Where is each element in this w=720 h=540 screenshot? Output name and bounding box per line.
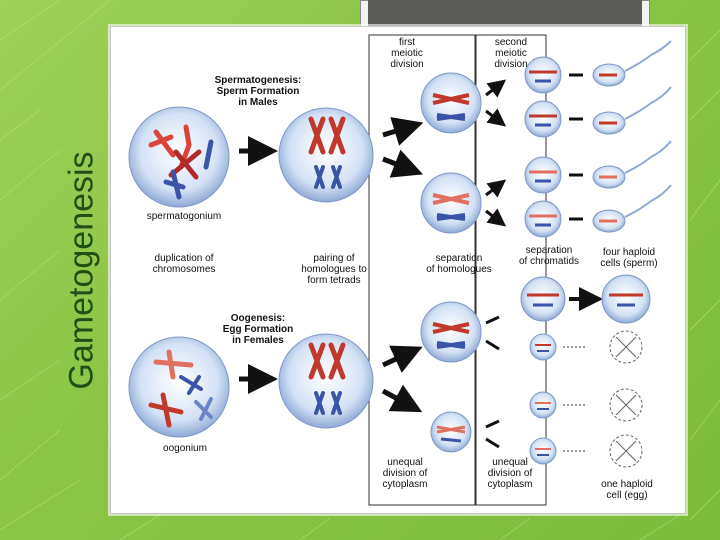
meiosis-one-cell	[420, 301, 482, 363]
arrow	[382, 149, 424, 178]
slide-title: Gametogenesis	[60, 0, 104, 540]
sperm-cells	[592, 40, 672, 233]
unequal-division-label-2: unequal division of cytoplasm	[487, 457, 533, 490]
one-haploid-label: one haploid cell (egg)	[601, 479, 653, 501]
top-tab	[368, 0, 642, 30]
meiosis-one-cell	[420, 72, 482, 134]
pairing-label: pairing of homologues to form tetrads	[301, 253, 367, 286]
arrow	[381, 345, 423, 373]
dashed-arrow	[563, 346, 587, 452]
separation-homologues-label: separation of homologues	[426, 253, 492, 275]
oogonium-label: oogonium	[163, 443, 207, 454]
tetrad-cell-sperm	[278, 107, 374, 203]
arrow	[485, 79, 507, 98]
degenerating-polar-bodies	[609, 330, 643, 468]
oogenesis-title: Oogenesis: Egg Formation in Females	[222, 313, 294, 346]
diagram-graphics	[128, 34, 672, 506]
second-meiotic-label: second meiotic division	[494, 37, 528, 70]
arrow	[485, 315, 500, 449]
second-division-column	[475, 34, 547, 506]
arrow	[485, 208, 507, 227]
polar-body-cell	[430, 411, 472, 453]
second-division-cells	[524, 56, 562, 238]
spermatogonium-cell	[128, 106, 230, 208]
first-meiotic-label: first meiotic division	[390, 37, 424, 70]
meiosis-one-cell	[420, 172, 482, 234]
arrow	[381, 384, 423, 413]
separation-chromatids-label: separation of chromatids	[518, 245, 580, 267]
tetrad-cell-egg	[278, 333, 374, 429]
arrow	[569, 73, 583, 221]
second-division-egg-cells	[520, 276, 566, 465]
spermatogenesis-title: Spermatogenesis: Sperm Formation in Male…	[214, 75, 302, 108]
first-division-column	[368, 34, 476, 506]
arrow	[485, 108, 507, 127]
slide-title-text: Gametogenesis	[62, 150, 101, 390]
oogonium-cell	[128, 336, 230, 438]
arrow	[485, 179, 507, 198]
unequal-division-label-1: unequal division of cytoplasm	[382, 457, 428, 490]
spermatogonium-label: spermatogonium	[146, 211, 222, 222]
four-haploid-label: four haploid cells (sperm)	[600, 247, 658, 269]
gametogenesis-diagram: Spermatogenesis: Sperm Formation in Male…	[110, 26, 686, 514]
egg-cell	[601, 274, 651, 324]
duplication-label: duplication of chromosomes	[152, 253, 216, 275]
arrow	[382, 117, 424, 146]
